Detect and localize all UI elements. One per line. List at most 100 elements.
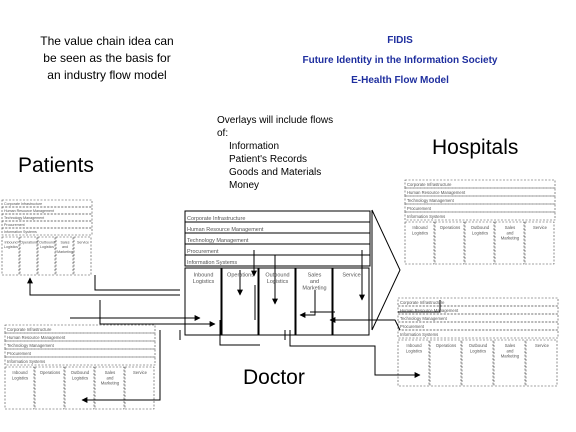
primary-activity-box <box>94 366 125 410</box>
intro-line: The value chain idea can <box>40 34 174 48</box>
primary-activity-label: Outbound <box>471 225 490 230</box>
flow-arrows <box>27 250 441 403</box>
primary-activity-box <box>493 339 526 387</box>
doctor-label: Doctor <box>243 366 305 389</box>
support-activity-row <box>4 356 156 366</box>
primary-activity-box <box>184 267 222 336</box>
hospitals-label: Hospitals <box>432 136 519 159</box>
primary-activity-label: Service <box>342 273 360 279</box>
primary-activity-label: Marketing <box>57 250 73 254</box>
overlay-item-goods: Goods and Materials <box>229 167 322 178</box>
primary-activity-label: Service <box>133 370 148 375</box>
primary-activity-box <box>434 221 465 265</box>
primary-activity-label: Inbound <box>12 370 28 375</box>
primary-activity-box <box>4 366 35 410</box>
primary-activity-label: Logistics <box>193 279 215 285</box>
overlay-heading: Overlays will include flows <box>217 115 334 126</box>
flow-arrow <box>219 320 260 346</box>
primary-activity-label: Operations <box>40 370 60 375</box>
overlay-flows-note: Overlays will include flows of: Informat… <box>217 114 333 192</box>
support-activity-label: Human Resource Management <box>407 190 466 195</box>
support-activity-label: Technology Management <box>4 216 44 220</box>
primary-activity-label: Inbound <box>194 273 214 279</box>
primary-activity-label: Logistics <box>40 245 54 249</box>
primary-activity-label: Logistics <box>412 230 428 235</box>
primary-activity-label: Sales <box>61 241 70 245</box>
primary-activity-box <box>464 221 495 265</box>
primary-activity-box <box>19 236 38 276</box>
primary-activity-box <box>37 236 56 276</box>
primary-activity-box <box>64 366 95 410</box>
support-activity-label: Human Resource Management <box>400 308 459 313</box>
support-activity-label: Corporate Infrastructure <box>7 327 52 332</box>
support-activity-label: Procurement <box>407 206 432 211</box>
primary-activity-label: Outbound <box>71 370 90 375</box>
support-activity-row <box>1 206 93 215</box>
primary-activity-box <box>295 267 333 336</box>
support-activity-label: Corporate Infrastructure <box>400 300 445 305</box>
primary-activity-label: Inbound <box>412 225 428 230</box>
flow-arrow <box>398 300 441 313</box>
primary-activity-label: and <box>507 230 515 235</box>
support-activity-label: Procurement <box>400 324 425 329</box>
primary-activity-box <box>258 267 296 336</box>
primary-activity-label: Logistics <box>4 245 18 249</box>
primary-activity-label: Operations <box>227 273 254 279</box>
primary-activity-box <box>1 236 20 276</box>
support-activity-label: Information Systems <box>400 332 438 337</box>
support-activity-label: Procurement <box>187 249 219 255</box>
primary-activity-label: Marketing <box>302 286 326 292</box>
primary-activity-label: Inbound <box>406 343 422 348</box>
primary-activity-label: Marketing <box>101 381 120 386</box>
primary-activity-box <box>461 339 494 387</box>
hospital-chevron <box>371 209 401 331</box>
primary-activity-label: Operations <box>436 343 456 348</box>
primary-activity-label: Operations <box>20 241 38 245</box>
support-activity-row <box>184 254 371 267</box>
primary-activity-label: Service <box>533 225 548 230</box>
support-activity-row <box>1 220 93 229</box>
primary-activity-box <box>397 339 430 387</box>
support-activity-label: Information Systems <box>187 260 237 266</box>
fidis-title: FIDIS <box>387 35 413 46</box>
support-activity-label: Corporate Infrastructure <box>407 182 452 187</box>
primary-activity-box <box>524 221 555 265</box>
primary-activity-label: Logistics <box>472 230 488 235</box>
support-activity-label: Technology Management <box>187 238 249 244</box>
flow-arrow <box>81 330 161 403</box>
flow-arrow <box>329 317 401 331</box>
primary-activity-label: Service <box>535 343 550 348</box>
overlay-item-information: Information <box>229 141 280 152</box>
overlay-item-money: Money <box>229 180 260 191</box>
support-activity-row <box>1 213 93 222</box>
primary-activity-label: Sales <box>105 370 115 375</box>
intro-line: be seen as the basis for <box>43 51 171 65</box>
flow-arrow <box>99 300 216 327</box>
primary-activity-box <box>525 339 558 387</box>
support-activity-label: Information Systems <box>4 230 37 234</box>
support-activity-label: Technology Management <box>7 343 55 348</box>
support-activity-label: Information Systems <box>7 359 45 364</box>
primary-activity-label: Inbound <box>5 241 18 245</box>
support-activity-row <box>404 211 556 221</box>
primary-activity-label: and <box>107 375 115 380</box>
primary-activity-label: and <box>310 279 319 285</box>
overlay-item-records: Patient's Records <box>229 154 308 165</box>
primary-activity-box <box>34 366 65 410</box>
flow-arrow <box>27 277 180 296</box>
support-activity-label: Corporate Infrastructure <box>4 202 42 206</box>
support-activity-label: Human Resource Management <box>7 335 66 340</box>
primary-activity-label: Operations <box>440 225 460 230</box>
primary-activity-label: Outbound <box>265 273 289 279</box>
primary-activity-label: Sales <box>308 273 322 279</box>
support-activity-label: Human Resource Management <box>4 209 54 213</box>
support-activity-label: Corporate Infrastructure <box>187 216 245 222</box>
fidis-title-block: FIDIS Future Identity in the Information… <box>250 31 550 91</box>
support-activity-row <box>1 199 93 208</box>
support-activity-label: Procurement <box>4 223 25 227</box>
